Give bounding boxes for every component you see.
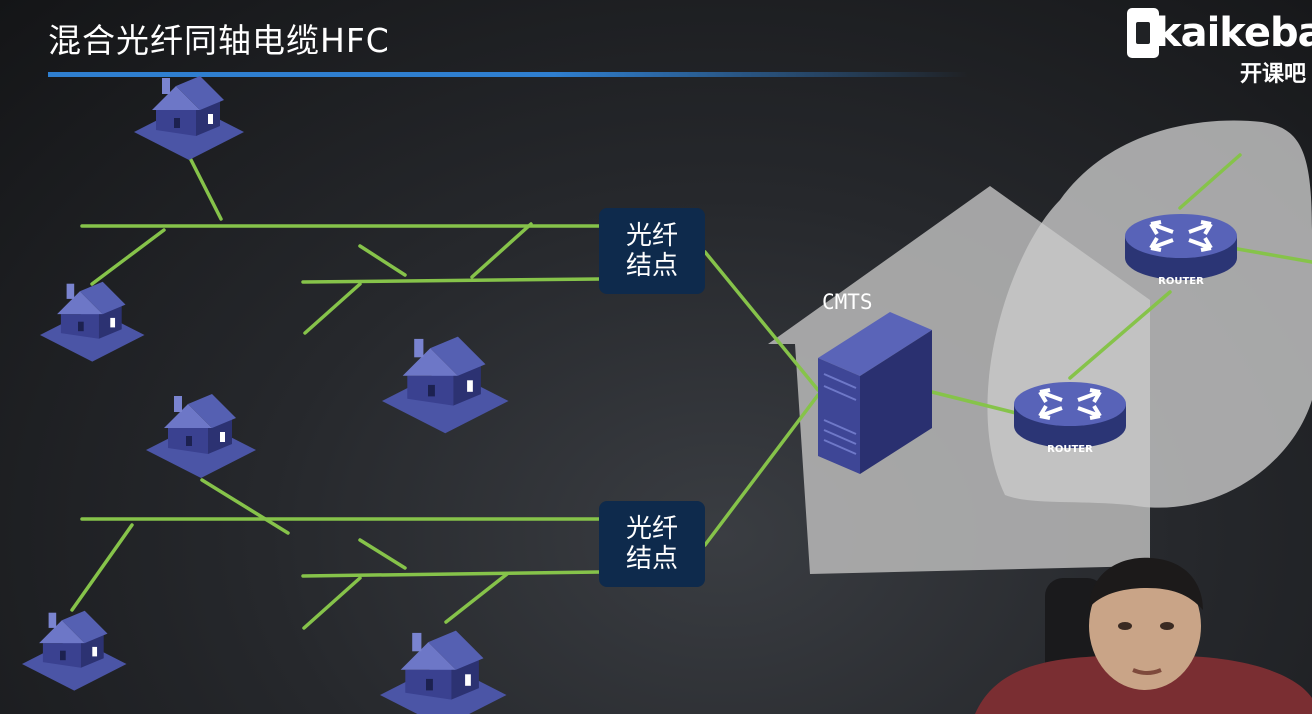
fiber-node-2-line1: 光纤: [625, 514, 678, 544]
internet-cloud: [987, 120, 1312, 508]
house-icon: [382, 336, 509, 434]
logo-wordmark: kaikeba: [1155, 10, 1312, 56]
fiber-node-2-line2: 结点: [625, 544, 678, 574]
fiber-node-1-line2: 结点: [625, 251, 678, 281]
house-icon: [22, 610, 127, 691]
fiber-node-2: 光纤 结点: [599, 501, 705, 587]
logo-subtitle: 开课吧: [1239, 62, 1306, 87]
fiber-node-1: 光纤 结点: [599, 208, 705, 294]
router-icon: ROUTER: [1123, 212, 1239, 287]
router-icon: ROUTER: [1012, 380, 1128, 455]
title-underline: [48, 72, 968, 77]
fiber-node-1-line1: 光纤: [625, 221, 678, 251]
coax-cables: [70, 150, 1312, 630]
brand-logo: kaikeba 开课吧: [1127, 4, 1312, 87]
cmts-server-icon: [818, 312, 932, 474]
presenter-webcam: [975, 557, 1312, 714]
router-label: ROUTER: [1158, 276, 1204, 287]
cmts-label: CMTS: [822, 290, 873, 314]
logo-mark-icon: [1127, 8, 1159, 58]
page-title: 混合光纤同轴电缆HFC: [48, 21, 390, 60]
house-icon: [380, 630, 507, 714]
house-icon: [40, 281, 145, 362]
router-label: ROUTER: [1047, 444, 1093, 455]
house-icon: [134, 76, 244, 160]
house-icon: [146, 394, 256, 478]
